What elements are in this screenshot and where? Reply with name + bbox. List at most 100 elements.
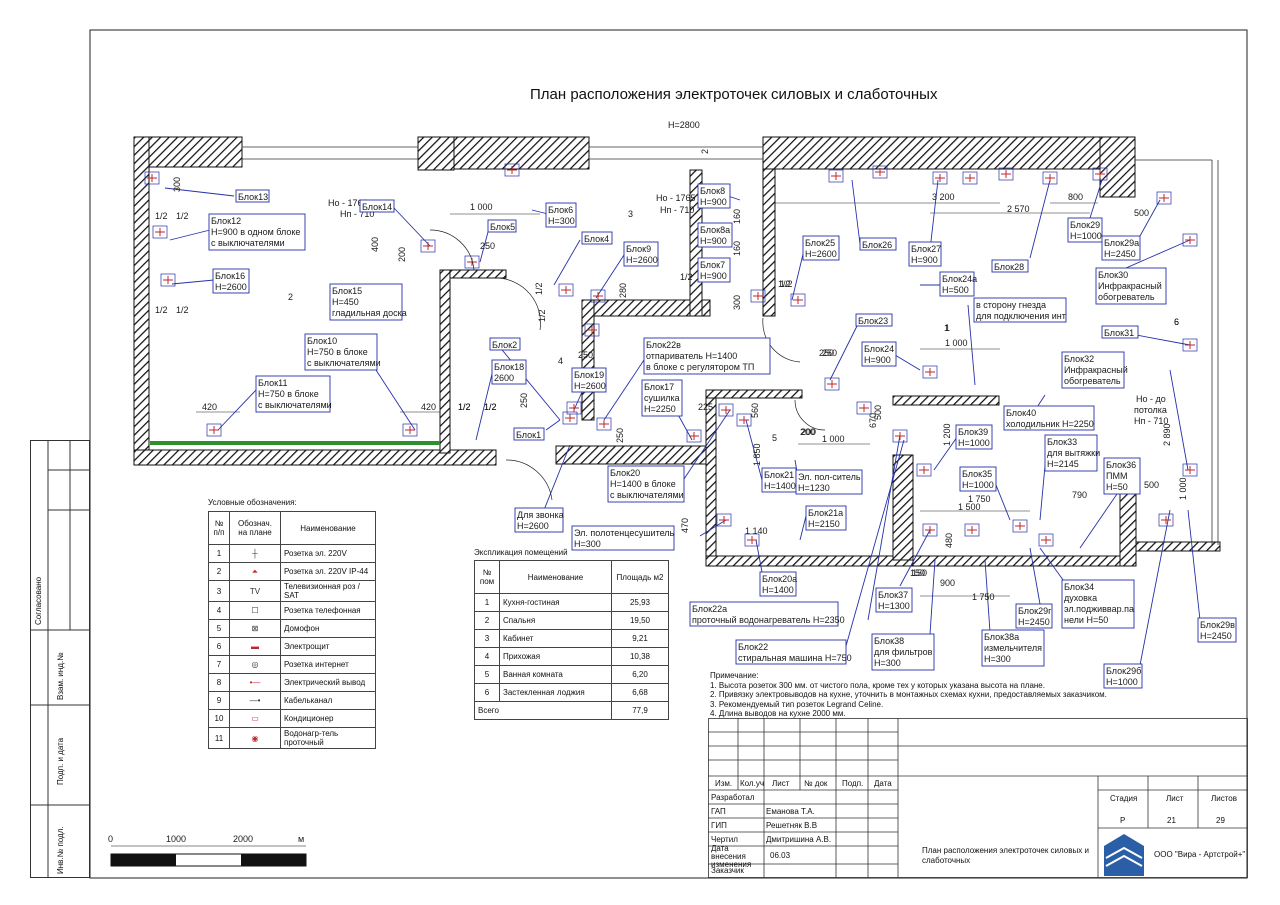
legend-n: 1 [208, 544, 230, 563]
block-label-b26: Блок26 [859, 237, 897, 251]
stamp-chert: Чертил [711, 835, 738, 844]
block-label-text: Блок29б [1106, 666, 1141, 676]
block-label-box [761, 467, 797, 493]
dimension-value: 250 [615, 428, 625, 443]
block-label-text: Блок23 [858, 316, 888, 326]
expl-name: Застекленная лоджия [499, 683, 612, 702]
dimension-value: 500 [1134, 208, 1149, 218]
outlet-symbol [402, 423, 418, 437]
stamp-gap: ГАП [711, 807, 726, 816]
block-label-text: Блок22а [692, 604, 727, 614]
outlet-symbol [562, 411, 578, 425]
dimension-value: 250 [822, 348, 837, 358]
legend-name: Розетка эл. 220V [280, 544, 376, 563]
dimension-value: 1 000 [822, 434, 845, 444]
expl-col-name: Наименование [499, 560, 612, 594]
block-label-text: в блоке с регулятором ТП [646, 362, 754, 372]
notes: Примечание: 1. Высота розеток 300 мм. от… [710, 671, 1107, 719]
expl-n: 6 [474, 683, 500, 702]
outlet-symbol [152, 225, 168, 239]
dimension-value: 1/2 [458, 402, 471, 412]
ho-label: Но - 1765 [328, 198, 368, 208]
block-label-text: Для звонка [517, 510, 564, 520]
dimension-value: 1 000 [470, 202, 493, 212]
legend-symbol-icon: ◎ [229, 655, 281, 674]
block-label-text: Н=2145 [1047, 459, 1079, 469]
block-label-text: Блок22в [646, 340, 681, 350]
height-notes: Но - 1765 Нп - 710 Но - 1765 Нп - 710 Но… [328, 193, 1168, 426]
block-label-box [1103, 663, 1143, 689]
legend-row: 7◎Розетка интернет [208, 655, 376, 674]
legend-name: Розетка интернет [280, 655, 376, 674]
block-label-text: Блок37 [878, 590, 908, 600]
dimension-value: 250 [519, 393, 529, 408]
title-block: Изм. Кол.уч Лист № док Подп. Дата Разраб… [708, 718, 1248, 878]
block-label-box [514, 507, 564, 533]
legend-name: Кабельканал [280, 691, 376, 710]
block-label-text: Эл. пол-ситель [798, 472, 861, 482]
floor-heating-strip [150, 441, 440, 445]
legend-symbol-icon: •— [229, 673, 281, 692]
block-label-box [1103, 457, 1141, 495]
block-label-box [802, 235, 840, 261]
block-label-box [859, 237, 897, 251]
block-label-box [571, 525, 675, 551]
block-label-text: отпариватель Н=1400 [646, 351, 737, 361]
block-label-text: Н=2250 [644, 404, 676, 414]
legend-name: Электрический вывод [280, 673, 376, 692]
outlet-symbol [1182, 463, 1198, 477]
dimension-value: 1/2 [484, 402, 497, 412]
block-label-text: Блок25 [805, 238, 835, 248]
dimension-value: 1 750 [968, 494, 991, 504]
dimension-value: 470 [680, 518, 690, 533]
block-label-text: Блок20а [762, 574, 797, 584]
block-label-text: Инфракрасный [1098, 281, 1162, 291]
outlet-symbol [596, 417, 612, 431]
block-label-box [735, 639, 847, 665]
block-label-text: Н=1000 [1070, 231, 1102, 241]
dimension-value: 560 [750, 403, 760, 418]
dimension-lines [196, 202, 1098, 597]
block-label-text: Н=2450 [1018, 617, 1050, 627]
expl-total-label: Всего [474, 701, 612, 720]
outlet-symbol [750, 289, 766, 303]
expl-total-area: 77,9 [611, 701, 669, 720]
dimension-value: 150 [912, 568, 927, 578]
legend-table: № п/п Обознач. на плане Наименование 1┼Р… [208, 511, 376, 749]
dimension-value: 200 [800, 427, 815, 437]
block-label-text: для фильтров [874, 647, 933, 657]
ho-label: Но - 1765 [656, 193, 696, 203]
block-label-box [359, 199, 395, 213]
block-label-text: Блок8 [700, 186, 725, 196]
dimension-value: 1/2 [484, 402, 497, 412]
outlet-symbol [584, 323, 600, 337]
block-label-box [1061, 579, 1135, 629]
block-label-text: Н=300 [548, 216, 575, 226]
block-label-text: Блок38а [984, 632, 1019, 642]
block-label-text: Блок15 [332, 286, 362, 296]
block-label-text: Блок24а [942, 274, 977, 284]
expl-n: 2 [474, 611, 500, 630]
expl-name: Спальня [499, 611, 612, 630]
stamp-kol: Кол.уч [740, 779, 764, 788]
dimension-value: 200 [397, 247, 407, 262]
room-5-number: 5 [772, 433, 777, 443]
dimension-value: 280 [618, 283, 628, 298]
block-label-text: Блок16 [215, 271, 245, 281]
block-label-text: сушилка [644, 393, 680, 403]
block-label-box [641, 379, 683, 417]
block-label-text: Н=450 [332, 297, 359, 307]
outlet-symbol [686, 429, 702, 443]
outlet-symbol [160, 273, 176, 287]
legend-name: Водонагр-тель проточный [280, 727, 376, 749]
